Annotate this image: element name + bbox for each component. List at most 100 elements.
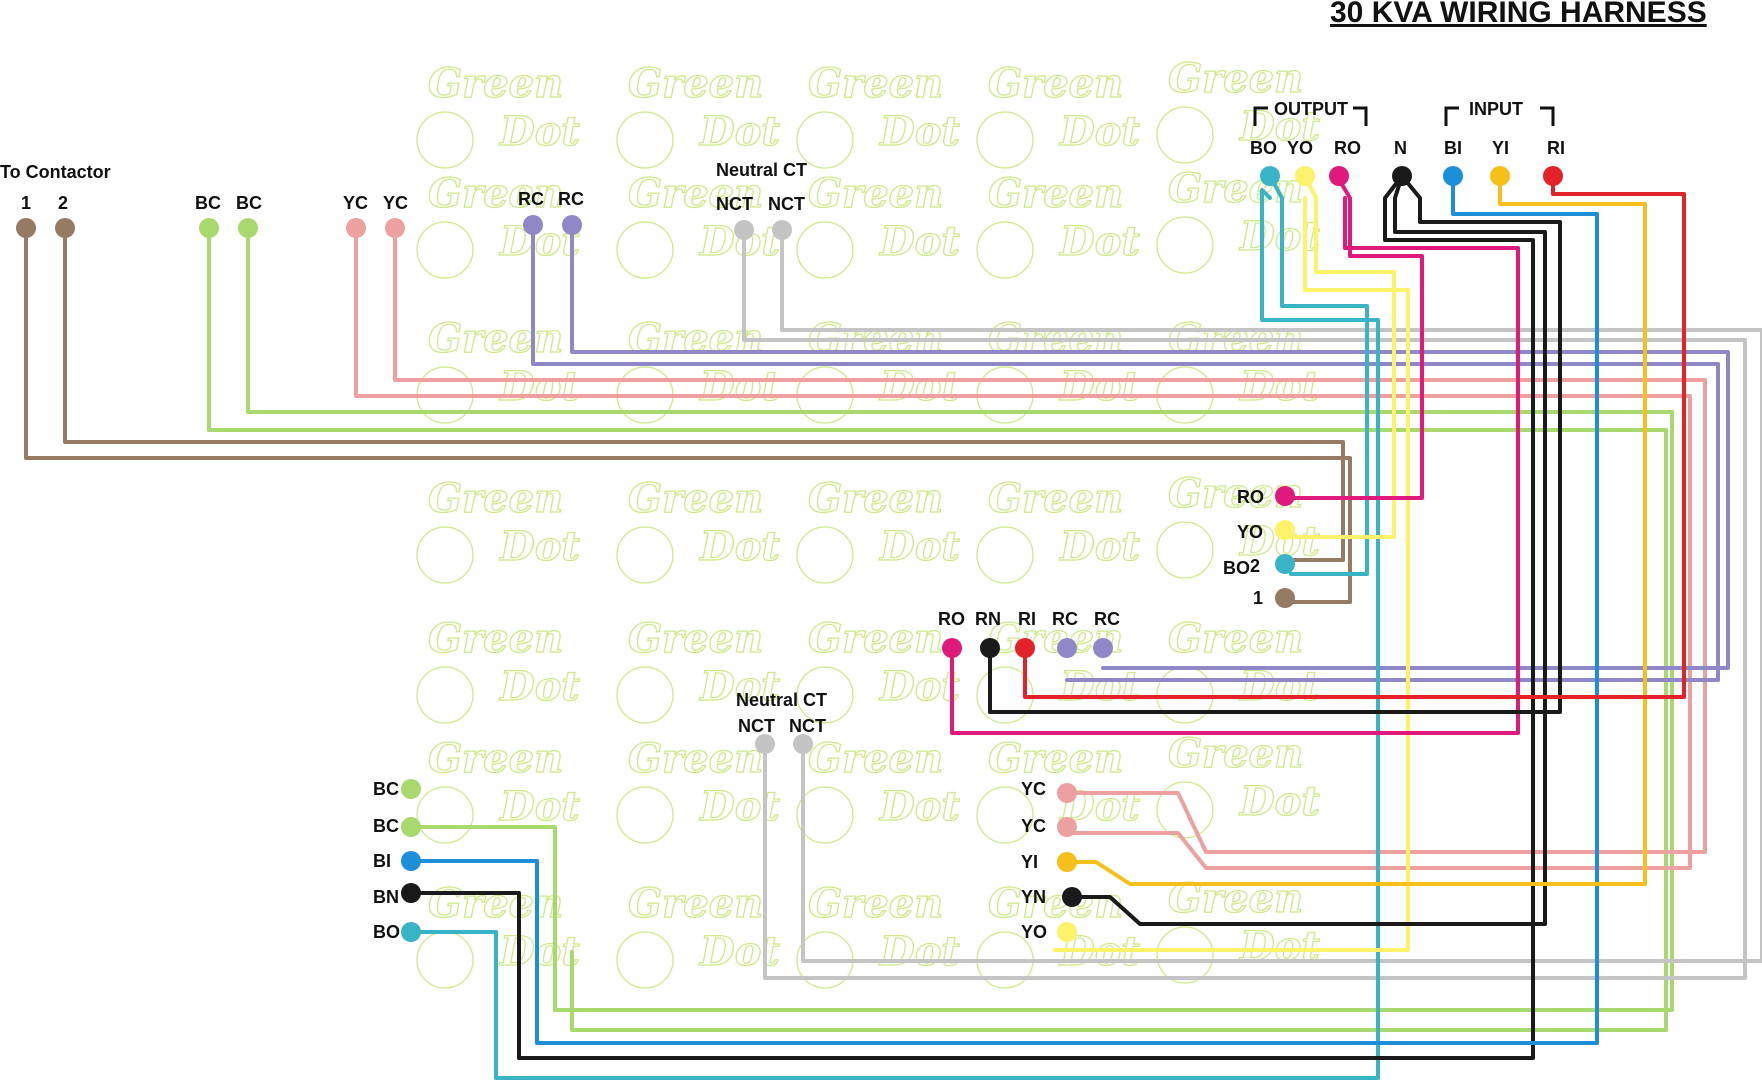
row-ri-label: RI: [1018, 609, 1036, 629]
watermark-text: Green: [808, 170, 943, 217]
watermark-circle: [1156, 106, 1214, 164]
watermark-circle: [416, 786, 474, 844]
input-ri-label: RI: [1547, 138, 1565, 158]
watermark-text: Dot: [499, 108, 580, 155]
watermark-layer: GreenDotGreenDotGreenDotGreenDotGreenDot…: [416, 54, 1321, 989]
terminal-contactor-1: [16, 218, 36, 238]
mid-bo-label: BO: [1223, 558, 1250, 578]
watermark-text: Dot: [699, 663, 780, 710]
terminal-rc-2: [562, 215, 582, 235]
watermark-text: Green: [988, 735, 1123, 782]
terminal-mid-bo: [1275, 554, 1295, 574]
watermark-text: Dot: [499, 523, 580, 570]
output-bo-label: BO: [1250, 138, 1277, 158]
watermark-text: Green: [628, 475, 763, 522]
terminal-nct-top-1: [734, 220, 754, 240]
neutral-n-label: N: [1394, 138, 1407, 158]
watermark-text: Dot: [879, 523, 960, 570]
terminal-output-bo: [1260, 166, 1280, 186]
wire-in-yi: [1066, 174, 1647, 886]
watermark-text: Green: [428, 60, 563, 107]
terminal-row-ri: [1015, 638, 1035, 658]
watermark-text: Green: [628, 315, 763, 362]
watermark-text: Dot: [1059, 108, 1140, 155]
watermark-text: Green: [808, 735, 943, 782]
watermark-text: Green: [628, 735, 763, 782]
output-bracket: [1253, 106, 1368, 126]
watermark-text: Dot: [1239, 778, 1320, 825]
wire-in-ri: [1023, 174, 1686, 699]
watermark-circle: [1156, 216, 1214, 274]
watermark-text: Green: [988, 60, 1123, 107]
mid-1-label: 1: [1253, 588, 1263, 608]
terminal-y-yn: [1062, 887, 1082, 907]
watermark-circle: [416, 666, 474, 724]
to-contactor-label: To Contactor: [0, 162, 111, 182]
terminal-yc-2: [385, 218, 405, 238]
watermark-circle: [796, 666, 854, 724]
wire-nct-top-2: [780, 228, 1762, 963]
rc-label-1: RC: [518, 189, 544, 209]
watermark-circle: [796, 221, 854, 279]
wire-in-bi: [408, 174, 1599, 1045]
watermark-circle: [616, 666, 674, 724]
watermark-text: Green: [428, 170, 563, 217]
wire-yc-top-1: [354, 226, 1692, 870]
watermark-text: Dot: [1059, 363, 1140, 410]
output-ro-label: RO: [1334, 138, 1361, 158]
wire-out-ro: [950, 174, 1520, 735]
terminal-nct-top-2: [772, 220, 792, 240]
mid-ro-label: RO: [1237, 487, 1264, 507]
watermark-text: Green: [628, 170, 763, 217]
watermark-text: Dot: [1059, 523, 1140, 570]
y-yn-label: YN: [1021, 887, 1046, 907]
watermark-text: Green: [1168, 730, 1303, 777]
neutral-ct-bottom-label: Neutral CT: [736, 690, 827, 710]
watermark-text: Dot: [699, 108, 780, 155]
watermark-text: Green: [628, 880, 763, 927]
watermark-text: Dot: [699, 928, 780, 975]
watermark-text: Dot: [1239, 213, 1320, 260]
watermark-circle: [976, 111, 1034, 169]
watermark-circle: [416, 526, 474, 584]
terminal-mid-1: [1275, 588, 1295, 608]
watermark-text: Green: [1168, 615, 1303, 662]
yc-label-2: YC: [383, 193, 408, 213]
left-bi-label: BI: [373, 851, 391, 871]
watermark-circle: [976, 221, 1034, 279]
terminal-y-yi: [1057, 852, 1077, 872]
input-bi-label: BI: [1444, 138, 1462, 158]
terminal-nct-bottom-2: [793, 734, 813, 754]
rc-label-2: RC: [558, 189, 584, 209]
watermark-circle: [796, 786, 854, 844]
nct-top-label-2: NCT: [768, 194, 805, 214]
contactor-1-label: 1: [21, 193, 31, 213]
terminal-bc-2: [238, 218, 258, 238]
row-ro-label: RO: [938, 609, 965, 629]
watermark-circle: [1156, 781, 1214, 839]
watermark-circle: [416, 221, 474, 279]
output-label: OUTPUT: [1274, 99, 1348, 119]
terminal-left-bc-2: [401, 817, 421, 837]
row-rc-label-1: RC: [1052, 609, 1078, 629]
watermark-circle: [616, 526, 674, 584]
watermark-circle: [1156, 521, 1214, 579]
watermark-text: Dot: [499, 783, 580, 830]
watermark-text: Dot: [879, 663, 960, 710]
